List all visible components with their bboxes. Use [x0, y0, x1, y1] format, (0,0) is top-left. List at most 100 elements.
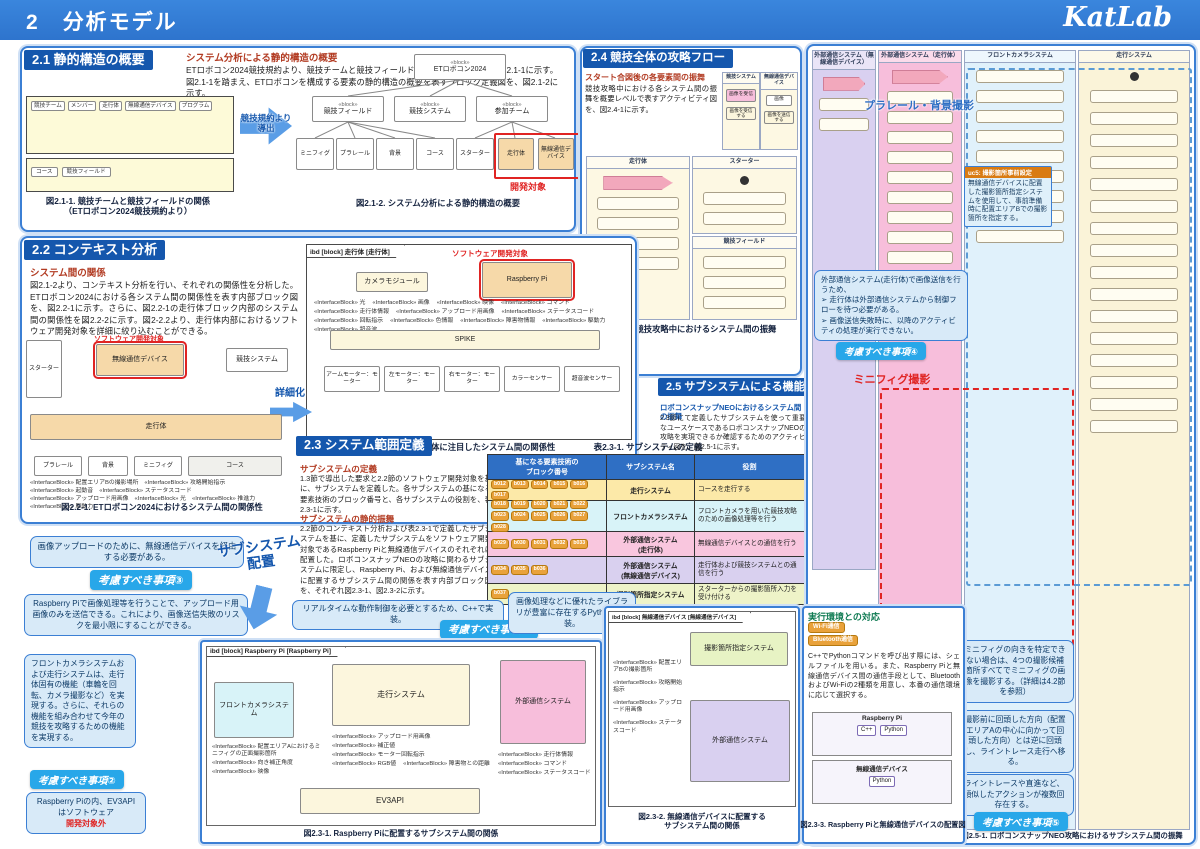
block-badge: b025	[530, 511, 549, 521]
fig221-interfaces: «InterfaceBlock» 配置エリアBの撮影場所«InterfaceBl…	[30, 480, 292, 510]
fig211-node: 無線通信デバイス	[125, 101, 176, 112]
interface-label: «InterfaceBlock» 映像	[212, 769, 270, 776]
block-badge: b030	[510, 539, 529, 549]
block-badge: b016	[570, 479, 589, 489]
subsystem-role: コースを走行する	[694, 480, 804, 500]
fig241-lane-field: 競技フィールド	[692, 236, 797, 320]
env-badge: Wi-Fi通信	[808, 622, 845, 633]
tree-root: «block» ETロボコン2024	[414, 54, 506, 80]
tree-leaf: ミニフィグ	[296, 138, 334, 170]
fig232-caption: 図2.3-2. 無線通信デバイスに配置する サブシステム間の関係	[638, 812, 766, 831]
tree-mid-label: 競技フィールド	[323, 108, 373, 116]
callout-5b: 撮影前に回頭した方向（配置エリアAの中心に向かって回頭した方向）とは逆に回頭し、…	[956, 710, 1074, 773]
interface-label: «InterfaceBlock» アップロード用画像	[613, 700, 683, 714]
fig222-interfaces: «InterfaceBlock» 光«InterfaceBlock» 画像«In…	[314, 300, 624, 333]
activity-box	[887, 250, 953, 264]
fig211-node: コース	[31, 167, 58, 178]
flow-flag	[822, 76, 866, 91]
interface-label: «InterfaceBlock» コマンド	[501, 300, 571, 306]
tree-mid-label: 参加チーム	[494, 108, 530, 116]
activity-box	[976, 89, 1064, 103]
tree-mid-team: «block» 参加チーム	[476, 96, 548, 122]
activity-box	[1090, 243, 1178, 257]
tree-leaf: プラレール	[336, 138, 374, 170]
interface-label: «InterfaceBlock» アップロード用画像	[30, 496, 129, 503]
activity-box: 画像	[766, 94, 792, 106]
s22-heading: システム間の関係	[30, 268, 106, 279]
block-badge: b020	[530, 500, 549, 510]
interface-label: «InterfaceBlock» アップロード用画像	[395, 309, 495, 316]
tree-root-label: ETロボコン2024	[433, 66, 487, 74]
s24-body: 競技攻略中における各システム間の振舞を概要レベルで表すアクティビティ図を、図2.…	[585, 84, 717, 114]
block-badge: b017	[491, 491, 509, 501]
s23-h2: サブシステムの静的振舞	[300, 514, 395, 524]
fig231-caption: 図2.3-1. Raspberry Piに配置するサブシステム間の関係	[303, 829, 499, 838]
subsystem-name: 走行システム	[606, 480, 694, 500]
interface-label: «InterfaceBlock» 補正値	[332, 743, 396, 750]
activity-box	[703, 275, 786, 289]
activity-box	[1090, 155, 1178, 169]
activity-box	[703, 255, 786, 269]
fig221-compsys: 競技システム	[226, 348, 288, 372]
minifig-region-label: ミニフィグ撮影	[853, 374, 931, 386]
interface-label: «InterfaceBlock» 駆動力	[542, 318, 606, 325]
tree-mid-system: «block» 競技システム	[394, 96, 466, 122]
callout-2: フロントカメラシステムおよび走行システムは、走行体固有の機能（車輪を回転、カメラ…	[24, 654, 136, 749]
fig211-panel-top: 競技チームメンバー走行体無線通信デバイスプログラム	[26, 96, 234, 154]
section-number: 2	[26, 11, 40, 34]
block-badge: b021	[550, 500, 569, 510]
block-badge: b033	[570, 539, 589, 549]
activity-box	[976, 69, 1064, 83]
block-badge: b031	[530, 539, 549, 549]
fig211-nodes-bottom: コース競技フィールド	[31, 167, 229, 178]
interface-label: «InterfaceBlock» 色情報	[390, 318, 454, 325]
fig211-node: 競技フィールド	[61, 167, 111, 178]
callout-4-line: ➢ 画像送信失敗時に、以降のアクティビティの処理が実行できない。	[821, 315, 956, 335]
interface-label: «InterfaceBlock» 光	[314, 300, 366, 306]
interface-label: «InterfaceBlock» RGB値	[332, 761, 397, 768]
fig233-rpi-label: Raspberry Pi	[861, 715, 903, 722]
activity-box	[976, 149, 1064, 163]
activity-box	[887, 230, 953, 244]
interface-label: «InterfaceBlock» アップロード用画像	[332, 734, 431, 740]
activity-box	[1090, 199, 1178, 213]
activity-box	[818, 97, 870, 111]
tree-leaf: 背景	[376, 138, 414, 170]
section-2-4-title: 2.4 競技全体の攻略フロー	[583, 49, 734, 68]
s25-body: 2.3節にて定義したサブシステムを使って重要なユースケースであるロボコンスナップ…	[660, 415, 806, 451]
consider-badge-4: 考慮すべき事項④	[836, 342, 926, 360]
activity-box	[703, 211, 786, 225]
fig211-nodes-top: 競技チームメンバー走行体無線通信デバイスプログラム	[31, 101, 229, 112]
fig231-interfaces-left: «InterfaceBlock» 配置エリアAにおけるミニフィグの正面撮影箇所«…	[212, 744, 324, 804]
fig211-panel-bottom: コース競技フィールド	[26, 158, 234, 192]
activity-box	[1090, 331, 1178, 345]
fig241-lane-compsys: 競技システム 画像を受信 画像を受信する	[722, 72, 760, 150]
uc-note: uc5: 撮影箇所事前設定 無線通信デバイスに配置した撮影箇所指定システムを使用…	[964, 166, 1052, 228]
fig231-interfaces-right: «InterfaceBlock» 走行体情報«InterfaceBlock» コ…	[498, 752, 596, 792]
activity-box	[887, 170, 953, 184]
block-badge: b032	[550, 539, 569, 549]
subsystem-role: 無線通信デバイスとの通信を行う	[694, 532, 804, 556]
fig211-caption: 図2.1-1. 競技チームと競技フィールドの関係 （ETロボコン2024競技規約…	[45, 196, 211, 217]
s25-heading: ロボコンスナップNEOにおけるシステム間の振舞	[660, 403, 802, 421]
block-badge: b014	[530, 479, 549, 489]
activity-box	[976, 109, 1064, 123]
callout-4-lines: 外部通信システム(走行体)で画像送信を行うため、➢ 走行体は外部通信システムから…	[821, 275, 961, 336]
interface-label: «InterfaceBlock» 走行体情報	[314, 309, 389, 316]
activity-box	[1090, 287, 1178, 301]
section-2-3-title: 2.3 システム範囲定義	[296, 436, 433, 456]
tree-leaf: コース	[416, 138, 454, 170]
stereotype: «block»	[502, 101, 522, 108]
sw-dev-label: ソフトウェア開発対象	[452, 249, 528, 258]
lane-header: フロントカメラシステム	[965, 51, 1075, 63]
lane-header: 無線通信デバイス	[761, 73, 797, 90]
tree-leaf-dev: 無線通信デバイス	[538, 138, 574, 170]
fig233-rpi: Raspberry Pi C++Python	[812, 712, 952, 756]
lane-header: 走行システム	[1079, 51, 1189, 63]
interface-label: «InterfaceBlock» 映像	[436, 300, 494, 306]
frame-tab: ibd [block] 無線通信デバイス [無線通信デバイス]	[609, 612, 751, 623]
